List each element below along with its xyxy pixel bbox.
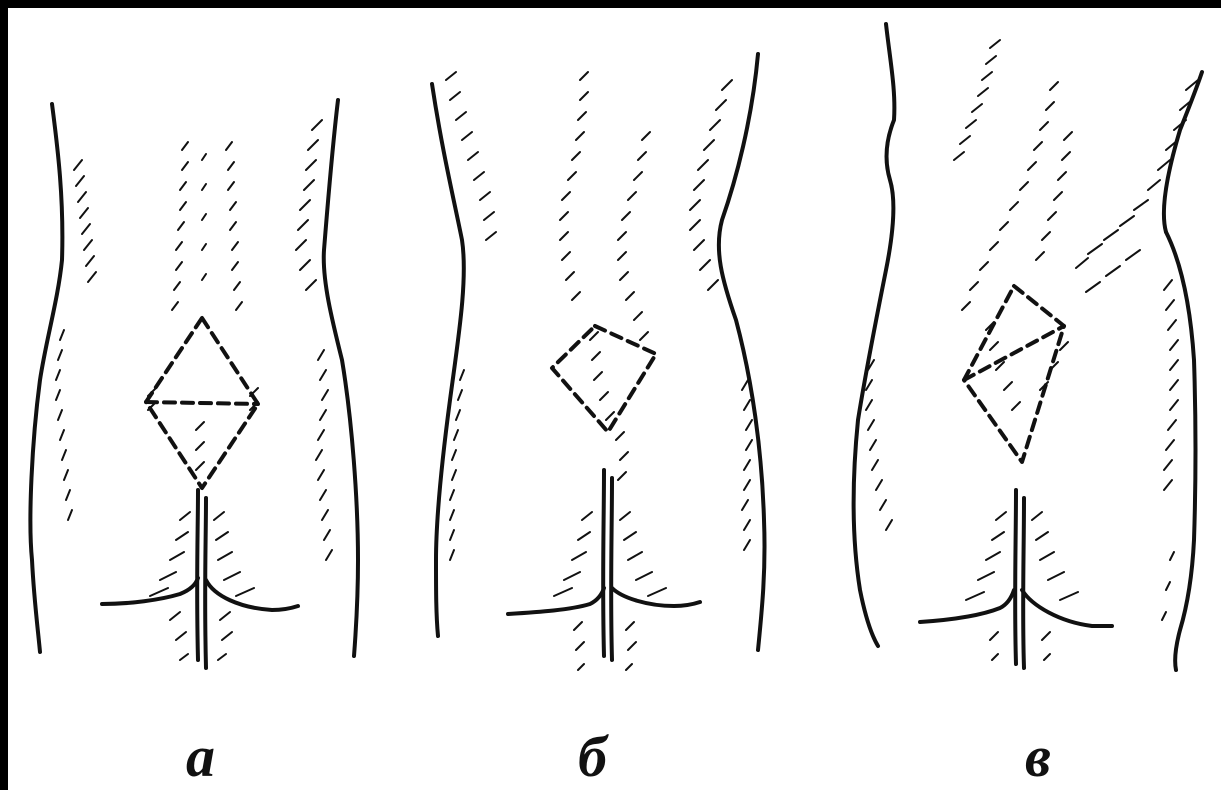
- panel-v-hatching: [866, 40, 1198, 660]
- panel-a-rhombus-diagonal: [146, 402, 258, 404]
- panel-v-left-contour: [854, 24, 895, 646]
- panel-b-michaelis-rhombus: [552, 326, 656, 432]
- panel-a-caption: а: [186, 728, 215, 786]
- panel-a-right-contour: [324, 100, 358, 656]
- panel-a-gluteal-fold-right: [206, 580, 298, 610]
- panel-b-caption: б: [578, 728, 607, 786]
- panel-b-gluteal-fold-right: [612, 588, 700, 606]
- panel-b-gluteal-fold-left: [508, 588, 604, 614]
- figure-frame: а б в: [8, 8, 1221, 790]
- panel-v-gluteal-fold-right: [1022, 590, 1112, 626]
- panel-a-hatching: [56, 120, 332, 660]
- panel-b-natal-cleft: [603, 470, 612, 660]
- panel-a-natal-cleft: [197, 490, 206, 668]
- panel-v-right-contour: [1166, 232, 1196, 670]
- panel-b-right-contour: [719, 54, 765, 650]
- panel-b-left-contour: [432, 84, 464, 636]
- illustration-svg: [8, 8, 1221, 790]
- panel-v-michaelis-rhombus: [964, 286, 1064, 462]
- panel-v-natal-cleft: [1015, 490, 1024, 668]
- panel-b-hatching: [446, 72, 752, 670]
- panel-a-drawing: [30, 100, 358, 668]
- panel-v-caption: в: [1025, 728, 1051, 786]
- panel-v-drawing: [854, 24, 1202, 670]
- panel-v-gluteal-fold-left: [920, 590, 1014, 622]
- panel-v-back-contour: [1164, 72, 1202, 232]
- panel-a-gluteal-fold-left: [102, 578, 198, 604]
- panel-b-drawing: [432, 54, 765, 670]
